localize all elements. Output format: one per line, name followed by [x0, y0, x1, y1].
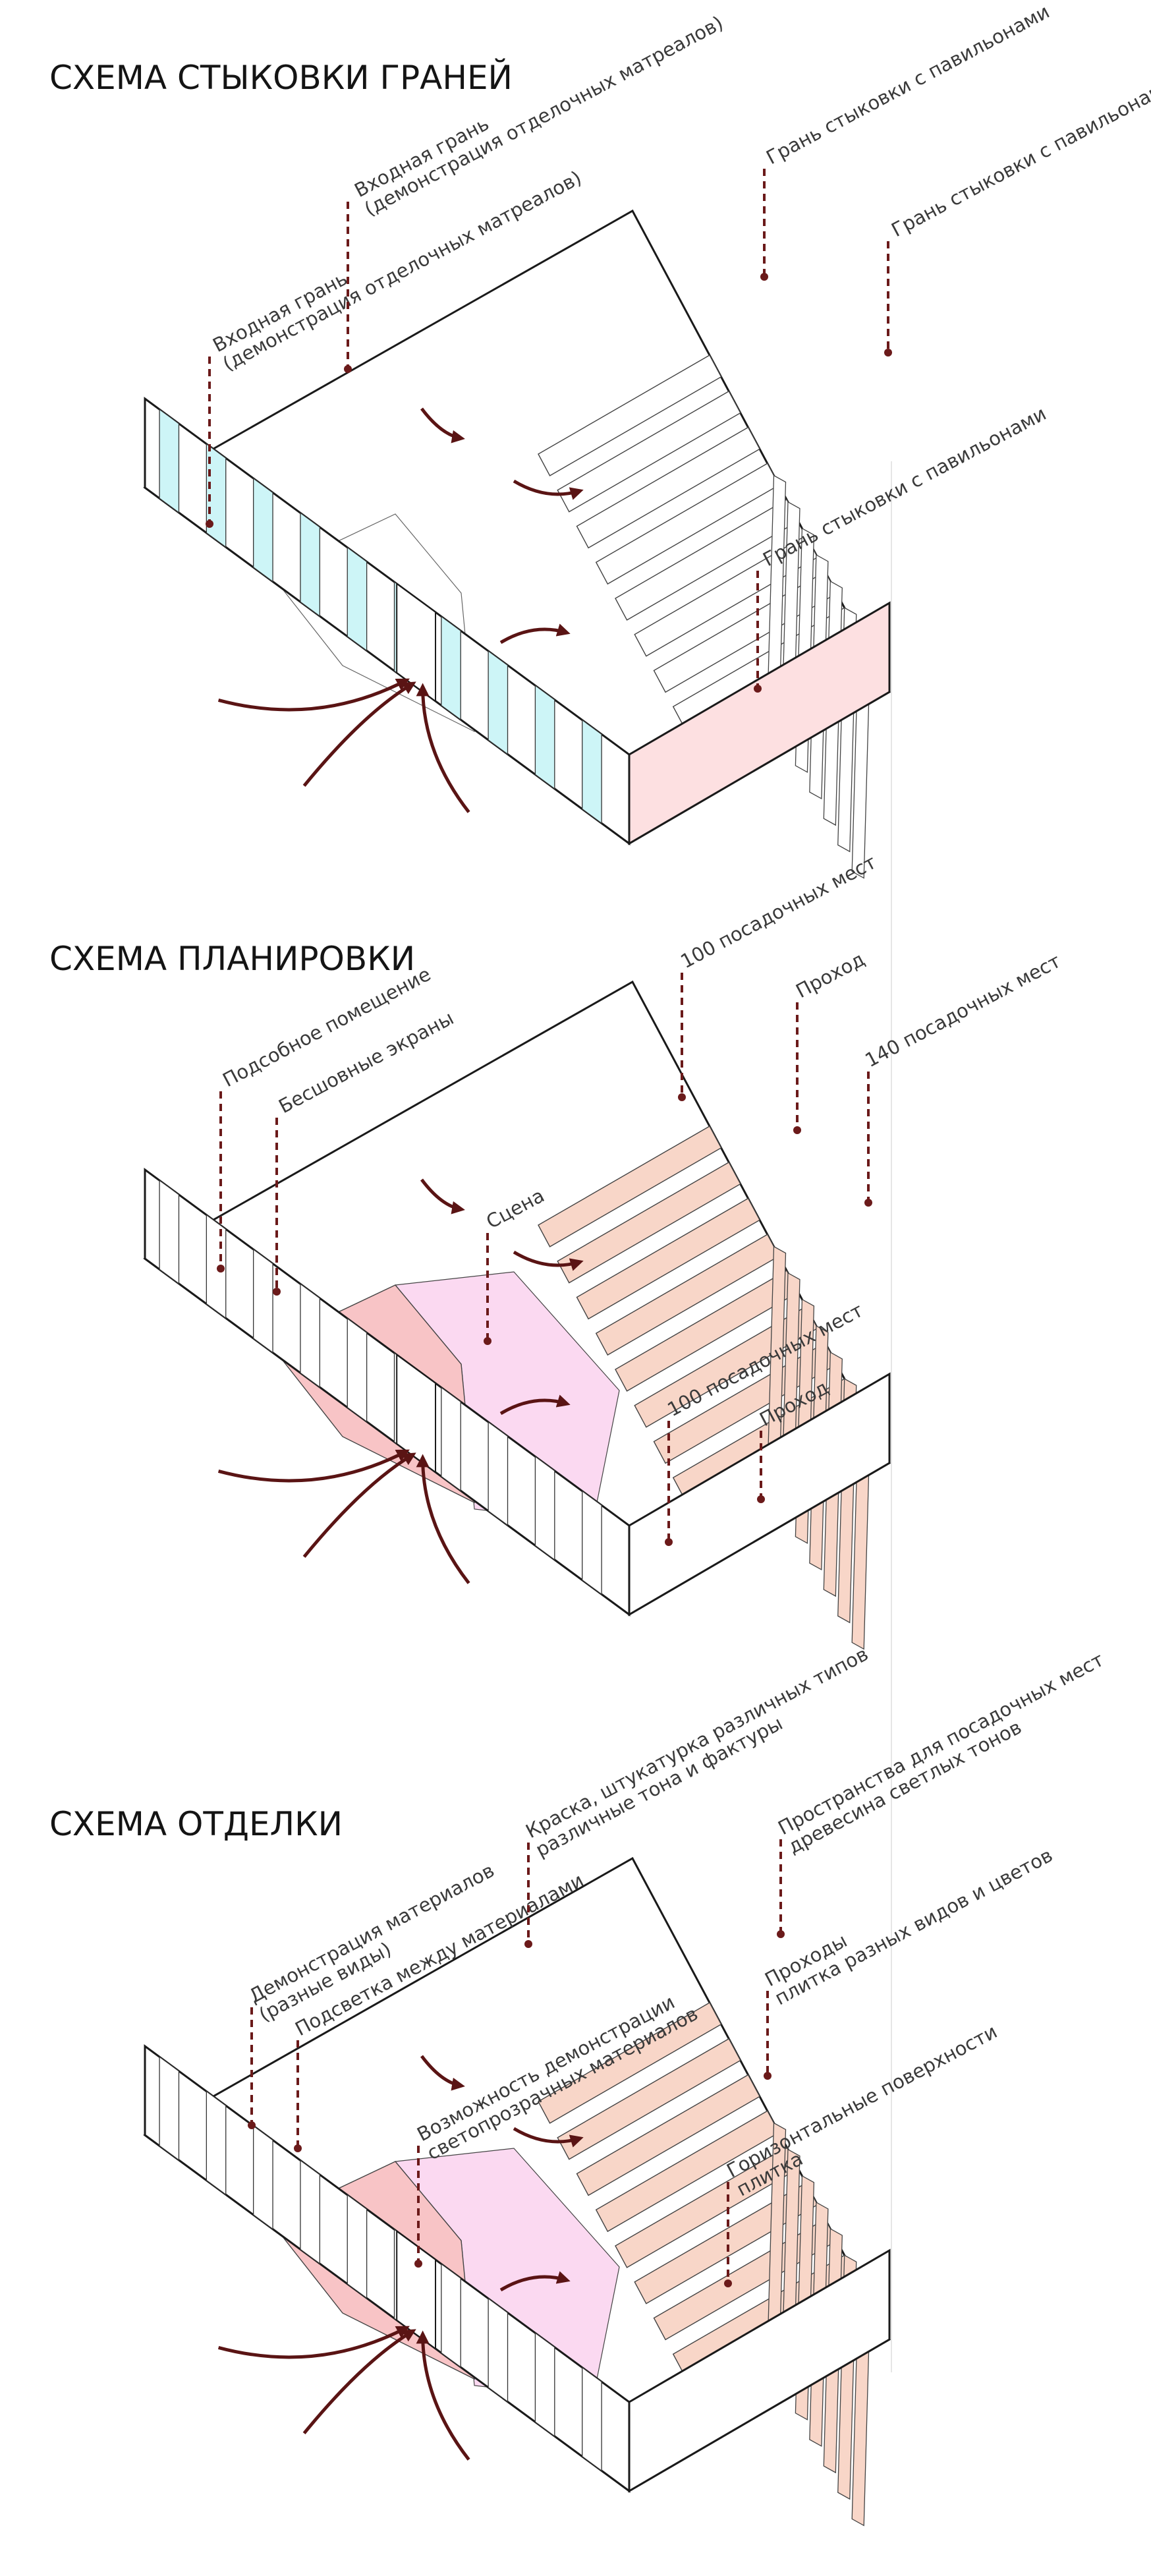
facade-panel: [252, 477, 273, 583]
facade-panel: [441, 615, 461, 721]
diagram-title: СХЕМА СТЫКОВКИ ГРАНЕЙ: [49, 58, 513, 97]
leader-dot: [724, 2279, 732, 2287]
leader-dot: [678, 1093, 686, 1101]
facade-panel: [159, 1179, 180, 1285]
facade-panel: [488, 2297, 509, 2403]
leader-dot: [206, 520, 213, 528]
seat-row: [576, 2074, 760, 2196]
annotation: Грань стыковки с павильонами: [887, 72, 1151, 241]
leader-dot: [764, 2072, 772, 2080]
seat-row: [538, 355, 722, 476]
seat-row: [576, 426, 760, 549]
front-right-wall: [628, 1372, 891, 1617]
facade-panel: [441, 1387, 461, 1492]
facade-panel: [252, 2125, 273, 2230]
leader-dot: [884, 349, 892, 357]
leader-dot: [414, 2260, 422, 2268]
facade-panel: [300, 1283, 320, 1388]
entrance-door: [396, 2229, 436, 2350]
facade-panel: [300, 2160, 320, 2265]
seat-row: [538, 2002, 722, 2124]
flow-arrow: [513, 479, 584, 500]
facade-panel: [206, 1214, 227, 1319]
front-right-wall: [628, 2248, 891, 2493]
flow-arrow: [499, 623, 571, 644]
flow-arrow: [499, 2271, 571, 2292]
facade-panel: [206, 2090, 227, 2196]
facade-panel: [441, 2263, 461, 2368]
leader-dot: [777, 1930, 785, 1938]
seat-row: [557, 1161, 741, 1284]
seat-row: [557, 390, 741, 513]
flow-arrow: [513, 1250, 584, 1271]
facade-panel: [347, 546, 368, 652]
leader-dot: [248, 2121, 256, 2129]
entry-arrow: [217, 2326, 410, 2359]
leader-dot: [665, 1538, 673, 1546]
entry-arrow: [302, 1452, 416, 1558]
annotation: Грань стыковки с павильонами: [762, 0, 1053, 169]
leader-dot: [754, 685, 762, 693]
facade-panel: [252, 1248, 273, 1354]
leader-dot: [484, 1337, 491, 1345]
facade-panel: [534, 684, 555, 790]
leader-dot: [760, 273, 768, 281]
flow-arrow: [420, 2055, 465, 2091]
entry-arrow: [416, 683, 470, 813]
entry-arrow: [416, 1454, 470, 1584]
leader-dot: [273, 1288, 281, 1296]
entry-arrow: [416, 2330, 470, 2461]
leader-dot: [864, 1199, 872, 1207]
front-right-wall: [628, 601, 891, 845]
facade-panel: [582, 719, 602, 824]
entrance-door: [396, 582, 436, 702]
leader-dot: [524, 1940, 532, 1948]
flow-arrow: [513, 2127, 584, 2148]
seat-row: [557, 2038, 741, 2160]
flow-arrow: [499, 1394, 571, 1416]
flow-arrow: [420, 407, 465, 444]
leader-dot: [344, 365, 352, 373]
diagram-title: СХЕМА ОТДЕЛКИ: [49, 1805, 343, 1843]
entry-arrow: [302, 2329, 416, 2434]
facade-panel: [534, 2332, 555, 2438]
facade-panel: [347, 1317, 368, 1423]
entry-arrow: [302, 681, 416, 787]
seat-row: [538, 1126, 722, 1247]
entry-arrow: [217, 678, 410, 712]
facade-panel: [582, 2366, 602, 2472]
flow-arrow: [420, 1178, 465, 1215]
entrance-door: [396, 1353, 436, 1474]
diagram-title: СХЕМА ПЛАНИРОВКИ: [49, 940, 415, 978]
seat-row: [576, 1197, 760, 1320]
facade-panel: [488, 1421, 509, 1526]
annotation: Проход: [792, 948, 868, 1002]
annotation: Проходыплитка разных видов и цветов: [761, 1825, 1056, 2010]
leader-dot: [757, 1495, 765, 1503]
annotation: Грань стыковки с павильонами: [759, 402, 1050, 571]
leader-dot: [294, 2144, 302, 2152]
facade-panel: [582, 1490, 602, 1595]
facade-panel: [488, 650, 509, 755]
leader-dot: [217, 1265, 225, 1273]
facade-panel: [347, 2194, 368, 2299]
facade-panel: [159, 2055, 180, 2161]
leader-dot: [793, 1126, 801, 1134]
facade-panel: [159, 408, 180, 514]
facade-panel: [300, 512, 320, 617]
entry-arrow: [217, 1449, 410, 1483]
facade-panel: [534, 1455, 555, 1561]
